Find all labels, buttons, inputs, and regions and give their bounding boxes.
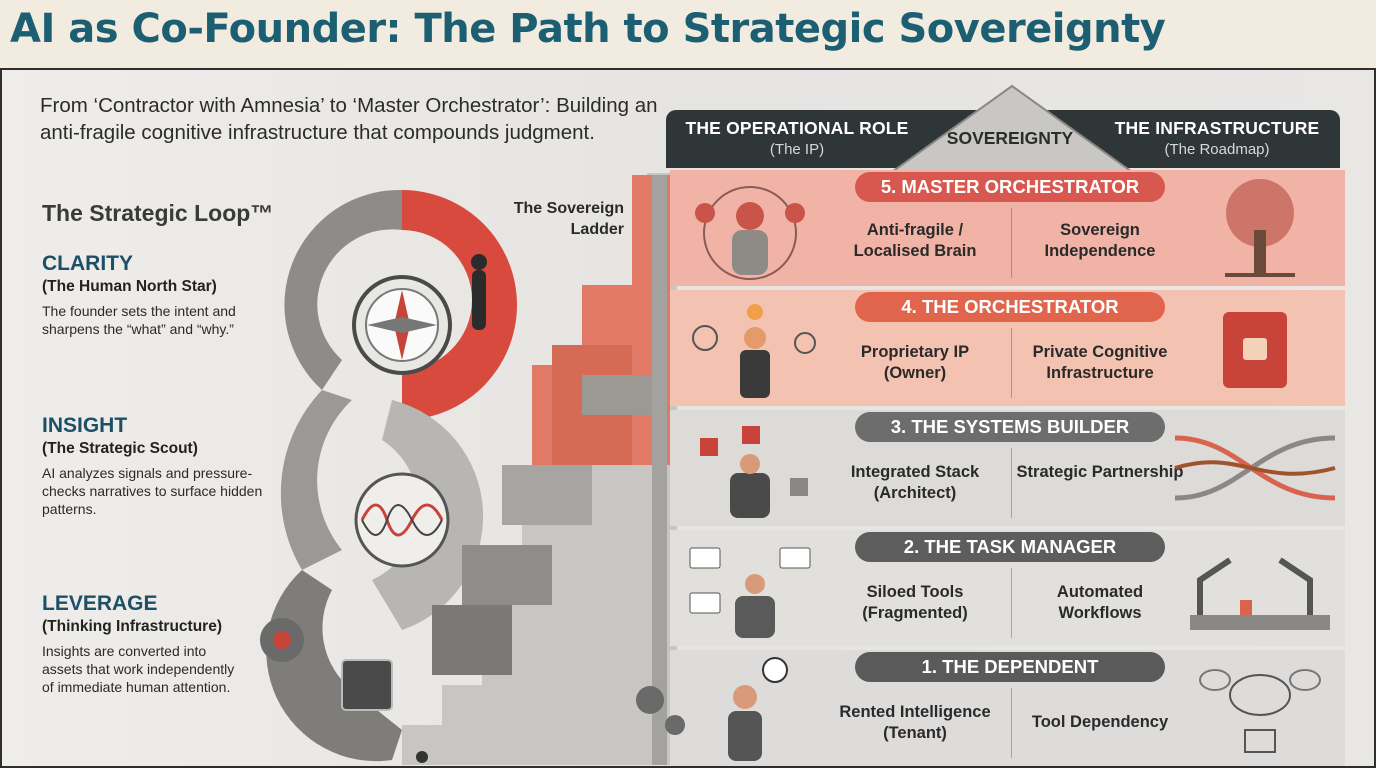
header-left-sub: (The IP) — [769, 141, 825, 158]
conductor-icon — [692, 304, 816, 398]
intertwined-cables-icon — [1174, 435, 1336, 501]
stage-subheading: (Thinking Infrastructure) — [42, 618, 222, 635]
level-heading: 1. THE DEPENDENT — [855, 652, 1165, 682]
header-left-title: THE OPERATIONAL ROLE — [685, 118, 909, 138]
level-role: Integrated Stack (Architect) — [850, 463, 980, 502]
level-heading: 5. MASTER ORCHESTRATOR — [855, 172, 1165, 202]
level-dependent: 1. THE DEPENDENT Rented Intelligence (Te… — [636, 650, 1345, 766]
header-right: THE INFRASTRUCTURE (The Roadmap) — [1102, 118, 1332, 158]
stage-heading: INSIGHT — [42, 414, 128, 437]
header-left: THE OPERATIONAL ROLE (The IP) — [682, 118, 912, 158]
architect-icon — [700, 426, 808, 518]
tree-icon — [1225, 179, 1295, 277]
level-role: Proprietary IP (Owner) — [860, 343, 970, 382]
level-infrastructure: Strategic Partnership — [1016, 463, 1184, 481]
stage-description: AI analyzes signals and pressure-checks … — [42, 465, 263, 517]
stage-description: Insights are converted into assets that … — [42, 643, 235, 695]
level-divider — [1011, 568, 1012, 638]
level-role: Anti-fragile / Localised Brain — [853, 221, 977, 260]
level-divider — [1011, 688, 1012, 758]
level-orchestrator: 4. THE ORCHESTRATOR Proprietary IP (Owne… — [670, 290, 1345, 406]
level-heading: 3. THE SYSTEMS BUILDER — [855, 412, 1165, 442]
subtitle: From ‘Contractor with Amnesia’ to ‘Maste… — [40, 94, 658, 144]
signal-wave-icon — [354, 472, 450, 568]
stage-description: The founder sets the intent and sharpens… — [42, 303, 236, 337]
level-infrastructure: Automated Workflows — [1056, 583, 1144, 622]
level-heading: 2. THE TASK MANAGER — [855, 532, 1165, 562]
title-bar: AI as Co-Founder: The Path to Strategic … — [0, 0, 1376, 66]
loop-title: The Strategic Loop™ — [42, 200, 274, 226]
stage-heading: LEVERAGE — [42, 592, 158, 615]
level-master-orchestrator: 5. MASTER ORCHESTRATOR Anti-fragile / Lo… — [670, 170, 1345, 286]
sovereignty-arrow — [890, 84, 1134, 172]
brain-robot-icon — [695, 186, 805, 280]
sovereign-ladder-illustration — [402, 173, 677, 765]
stage-subheading: (The Human North Star) — [42, 278, 217, 295]
level-divider — [1011, 208, 1012, 278]
level-divider — [1011, 328, 1012, 398]
stage-subheading: (The Strategic Scout) — [42, 440, 198, 457]
ladder-label: The Sovereign Ladder — [513, 200, 624, 238]
strategic-loop-illustration — [260, 189, 517, 762]
secure-server-icon — [1223, 312, 1287, 388]
dependent-person-icon — [636, 657, 788, 761]
level-heading: 4. THE ORCHESTRATOR — [855, 292, 1165, 322]
chip-icon — [341, 659, 393, 711]
climber-figure — [416, 751, 428, 763]
infographic-canvas: From ‘Contractor with Amnesia’ to ‘Maste… — [0, 68, 1376, 768]
stage-leverage: LEVERAGE (Thinking Infrastructure) Insig… — [42, 592, 272, 696]
stage-heading: CLARITY — [42, 252, 133, 275]
header-right-title: THE INFRASTRUCTURE — [1114, 118, 1320, 138]
level-infrastructure: Sovereign Independence — [1044, 221, 1156, 260]
cloud-network-icon — [1199, 669, 1321, 753]
stage-insight: INSIGHT (The Strategic Scout) AI analyze… — [42, 414, 272, 518]
level-infrastructure: Private Cognitive Infrastructure — [1032, 343, 1168, 382]
page-title: AI as Co-Founder: The Path to Strategic … — [10, 6, 1166, 52]
founder-figure — [472, 270, 486, 330]
level-task-manager: 2. THE TASK MANAGER Siloed Tools (Fragme… — [670, 530, 1345, 646]
level-infrastructure: Tool Dependency — [1031, 713, 1169, 731]
level-divider — [1011, 448, 1012, 518]
level-role: Rented Intelligence (Tenant) — [839, 703, 991, 742]
level-systems-builder: 3. THE SYSTEMS BUILDER Integrated Stack … — [670, 410, 1345, 526]
task-manager-icon — [689, 547, 811, 638]
robot-arms-icon — [1190, 557, 1330, 630]
level-role: Siloed Tools (Fragmented) — [862, 583, 968, 622]
header-right-sub: (The Roadmap) — [1164, 141, 1270, 158]
stage-clarity: CLARITY (The Human North Star) The found… — [42, 252, 272, 338]
header-center: SOVEREIGNTY — [946, 128, 1074, 148]
